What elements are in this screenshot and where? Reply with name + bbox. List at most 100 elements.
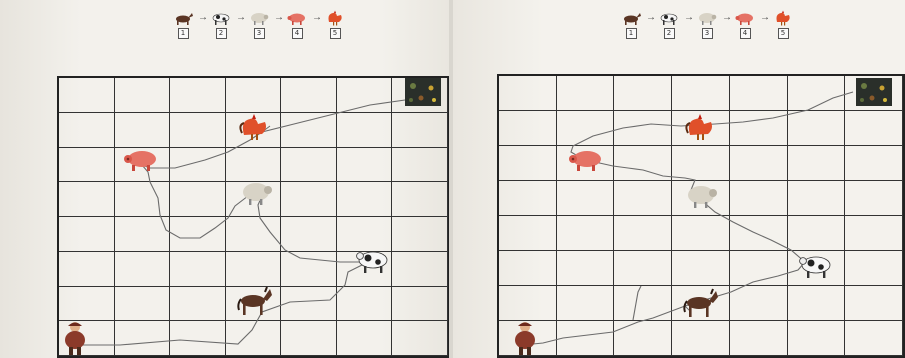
sequence-step: 5 [772, 10, 794, 39]
grid-cell [557, 286, 615, 321]
grid-cell [499, 286, 557, 321]
grid-cell [337, 113, 393, 148]
grid-cell [614, 216, 672, 251]
grid-cell [281, 217, 337, 252]
cow-icon [798, 253, 836, 279]
grid-cell [788, 216, 846, 251]
grid-cell [672, 251, 730, 286]
grid-cell [337, 217, 393, 252]
sequence-step: 3 [248, 10, 270, 39]
grid-cell [115, 321, 171, 356]
step-number: 1 [626, 28, 637, 39]
sequence-step: 3 [696, 10, 718, 39]
grid-cell [281, 321, 337, 356]
grid-cell [614, 286, 672, 321]
grid-cell [845, 181, 903, 216]
sheep-icon [240, 180, 274, 206]
grid-cell [392, 182, 448, 217]
grid-cell [730, 216, 788, 251]
horse-icon [620, 10, 642, 26]
step-number: 2 [664, 28, 675, 39]
grid-cell [845, 111, 903, 146]
grid-cell [392, 113, 448, 148]
grid-cell [672, 76, 730, 111]
grid-cell [730, 146, 788, 181]
grid-cell [170, 217, 226, 252]
horse-icon [682, 288, 720, 318]
grid-cell [226, 252, 282, 287]
grid-cell [788, 181, 846, 216]
grid-cell [337, 182, 393, 217]
horse-icon [172, 10, 194, 26]
arrow-icon: → [236, 10, 244, 26]
grid-cell [281, 78, 337, 113]
arrow-icon: → [198, 10, 206, 26]
grid-cell [170, 78, 226, 113]
grid-cell [226, 217, 282, 252]
grid-cell [730, 251, 788, 286]
grid-cell [788, 321, 846, 356]
grid-cell [730, 286, 788, 321]
sheep-icon [248, 10, 270, 26]
grid-cell [845, 321, 903, 356]
grid-cell [170, 182, 226, 217]
sequence-step: 1 [172, 10, 194, 39]
pig-icon [734, 10, 756, 26]
grid-cell [59, 252, 115, 287]
grid-cell [614, 251, 672, 286]
grid-cell [115, 287, 171, 322]
grid-cell [557, 181, 615, 216]
arrow-icon: → [646, 10, 654, 26]
grid-cell [730, 111, 788, 146]
animal-sequence-legend: 1 → 2 → 3 → 4 → 5 [620, 10, 794, 39]
grid-cell [845, 146, 903, 181]
step-number: 5 [330, 28, 341, 39]
grid-cell [845, 216, 903, 251]
grid-cell [281, 182, 337, 217]
sequence-step: 2 [210, 10, 232, 39]
grid-cell [115, 113, 171, 148]
grid-cell [557, 111, 615, 146]
grid-cell [281, 148, 337, 183]
cow-icon [355, 248, 393, 274]
grid-cell [115, 182, 171, 217]
sequence-step: 1 [620, 10, 642, 39]
rooster-icon [324, 10, 346, 26]
sequence-step: 4 [286, 10, 308, 39]
arrow-icon: → [684, 10, 692, 26]
grid-cell [115, 252, 171, 287]
pig-icon [286, 10, 308, 26]
grid-cell [788, 76, 846, 111]
grid-cell [170, 287, 226, 322]
grid-cell [499, 111, 557, 146]
step-number: 3 [254, 28, 265, 39]
grid-cell [392, 287, 448, 322]
grid-cell [392, 217, 448, 252]
grid-cell [226, 321, 282, 356]
grid-cell [170, 113, 226, 148]
grid-cell [557, 251, 615, 286]
grid-cell [499, 146, 557, 181]
grid-cell [59, 78, 115, 113]
grid-cell [788, 111, 846, 146]
right-worksheet: 1 → 2 → 3 → 4 → 5 [453, 0, 905, 358]
grid-cell [59, 287, 115, 322]
grid-cell [170, 148, 226, 183]
grid-cell [614, 181, 672, 216]
grid-cell [730, 181, 788, 216]
house-icon [856, 78, 892, 106]
grid-cell [557, 216, 615, 251]
arrow-icon: → [722, 10, 730, 26]
step-number: 1 [178, 28, 189, 39]
grid-cell [614, 76, 672, 111]
grid-cell [499, 216, 557, 251]
grid-cell [672, 321, 730, 356]
grid-cell [788, 286, 846, 321]
sheep-icon [696, 10, 718, 26]
grid-cell [59, 217, 115, 252]
grid-cell [337, 287, 393, 322]
grid-cell [226, 148, 282, 183]
step-number: 2 [216, 28, 227, 39]
grid-cell [614, 111, 672, 146]
grid-cell [281, 252, 337, 287]
